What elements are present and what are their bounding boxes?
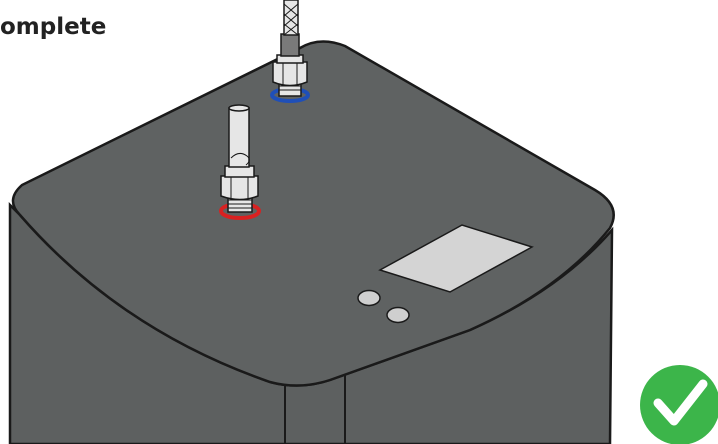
control-button-2[interactable]: [386, 306, 410, 324]
check-circle-icon: [640, 365, 718, 444]
display-panel: [378, 224, 534, 293]
cold-water-inlet-icon: [270, 0, 310, 103]
control-button-1[interactable]: [357, 289, 381, 307]
step-heading: omplete: [0, 14, 107, 40]
hot-water-outlet-icon: [219, 104, 261, 220]
unit-top-surface: [11, 40, 615, 387]
